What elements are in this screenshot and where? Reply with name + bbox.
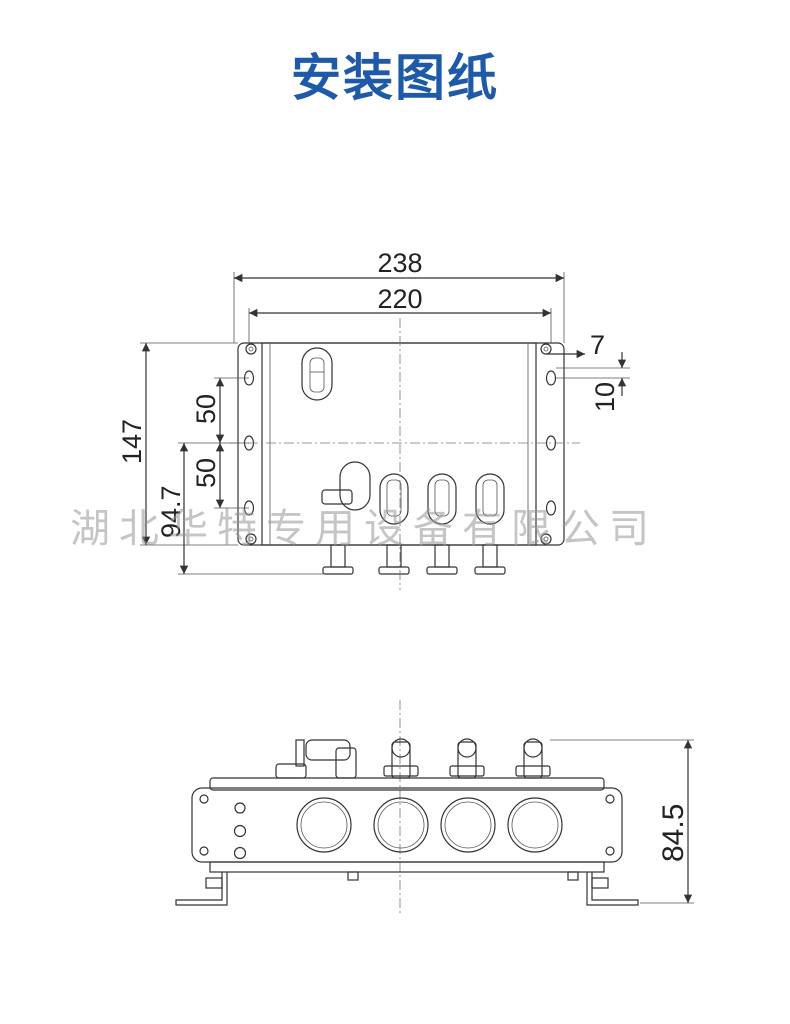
dim-hole-offset-y: 10: [590, 382, 620, 412]
page-title: 安装图纸: [291, 49, 499, 107]
top-fittings: [275, 738, 551, 779]
upper-fitting: [301, 347, 333, 401]
top-view: 238 220 7 10 147 50 50 94.7: [117, 248, 630, 590]
mounting-plate-outline: [237, 342, 565, 546]
dim-hole-spacing-upper: 50: [191, 394, 221, 424]
lower-fittings: [321, 461, 505, 525]
mounting-holes: [243, 370, 557, 516]
dim-width-holes: 220: [377, 284, 422, 314]
dim-height-overall: 147: [117, 419, 147, 464]
dim-side-height: 84.5: [657, 804, 690, 862]
bottom-connectors: [322, 544, 506, 575]
side-view: 84.5: [175, 700, 694, 915]
dim-hole-offset-x: 7: [590, 330, 605, 360]
dim-hole-spacing-lower: 50: [191, 458, 221, 488]
dim-height-lower: 94.7: [156, 485, 186, 538]
mounting-brackets: [175, 871, 639, 906]
dim-width-overall: 238: [377, 248, 422, 278]
corner-screws: [245, 343, 552, 545]
round-openings: [296, 797, 563, 853]
